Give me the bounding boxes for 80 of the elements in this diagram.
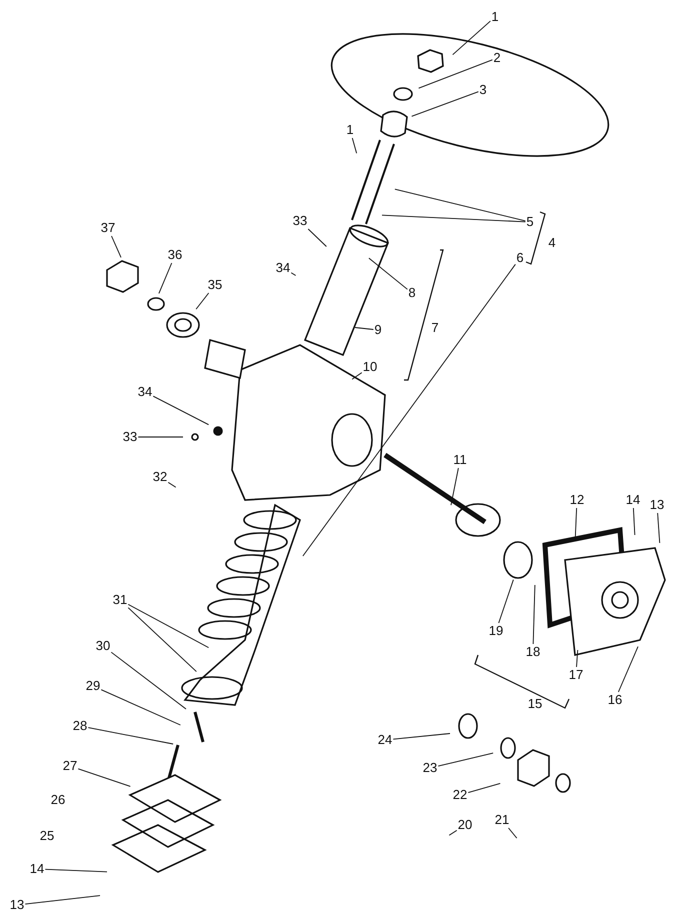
leader-line — [392, 733, 450, 740]
leader-line — [100, 689, 181, 726]
callout-number: 37 — [100, 221, 116, 235]
callout-number: 10 — [362, 360, 378, 374]
leader-line — [452, 20, 491, 56]
callout-number: 14 — [626, 493, 640, 507]
callout-number: 25 — [40, 829, 54, 843]
leader-line — [576, 650, 578, 668]
leader-line — [24, 895, 100, 905]
leader-line — [468, 782, 501, 794]
callout-number: 21 — [494, 813, 510, 827]
callout-number: 18 — [526, 645, 540, 659]
callout-number: 1 — [346, 123, 354, 137]
callout-number: 23 — [422, 761, 438, 775]
callout-number: 30 — [96, 639, 110, 653]
callout-number: 22 — [452, 788, 468, 802]
leader-line — [418, 59, 493, 89]
callout-number: 4 — [548, 236, 556, 250]
leader-line — [302, 264, 516, 556]
callout-number: 14 — [30, 862, 44, 876]
callout-number: 17 — [568, 668, 584, 682]
callout-number: 28 — [72, 719, 88, 733]
leader-line — [450, 468, 459, 506]
callout-number: 8 — [408, 286, 416, 300]
leader-line — [411, 91, 479, 117]
leader-line — [657, 512, 660, 544]
leader-line — [168, 482, 176, 488]
leader-line — [352, 138, 358, 154]
callout-number: 5 — [526, 215, 534, 229]
leader-line — [438, 752, 494, 767]
leader-line — [632, 508, 636, 536]
callout-number: 26 — [50, 793, 66, 807]
leader-line — [128, 604, 210, 648]
leader-line — [158, 262, 172, 294]
callout-number: 9 — [374, 323, 382, 337]
callout-number: 20 — [458, 818, 472, 832]
leader-line — [448, 830, 458, 836]
leader-line — [368, 258, 408, 290]
leader-line — [111, 236, 122, 258]
leader-line — [290, 272, 296, 276]
callout-number: 33 — [292, 214, 308, 228]
callout-number: 19 — [488, 624, 504, 638]
callout-number: 1 — [491, 10, 499, 24]
callout-number: 24 — [378, 733, 392, 747]
callout-number: 13 — [10, 898, 24, 912]
callout-number: 3 — [479, 83, 487, 97]
leader-line — [196, 292, 210, 310]
callout-number: 15 — [528, 697, 542, 711]
callout-number: 34 — [276, 261, 290, 275]
callout-number: 7 — [431, 321, 439, 335]
leader-line — [618, 646, 638, 692]
leader-line — [78, 768, 131, 787]
callout-number: 2 — [493, 51, 501, 65]
leader-line — [152, 396, 210, 426]
callout-number: 11 — [453, 453, 467, 467]
callout-number: 6 — [516, 251, 524, 265]
leader-line — [44, 868, 108, 872]
callout-number: 27 — [62, 759, 78, 773]
callout-number: 36 — [168, 248, 182, 262]
callout-number: 31 — [112, 593, 128, 607]
leader-line — [110, 652, 186, 710]
leader-line — [498, 579, 514, 624]
callout-number: 34 — [138, 385, 152, 399]
leader-line — [382, 214, 526, 222]
callout-number: 16 — [608, 693, 622, 707]
callout-number: 35 — [208, 278, 222, 292]
leader-line — [394, 188, 526, 222]
callout-number: 33 — [122, 430, 138, 444]
callout-number: 32 — [152, 470, 168, 484]
leader-line — [352, 372, 362, 380]
callout-number: 29 — [86, 679, 100, 693]
leader-line — [508, 828, 518, 839]
leader-line — [354, 327, 374, 330]
leader-line — [88, 727, 174, 744]
leader-line — [532, 584, 536, 644]
callout-number: 12 — [570, 493, 584, 507]
leader-line — [138, 436, 184, 438]
leader-line — [128, 607, 197, 672]
callout-number: 13 — [650, 498, 664, 512]
leader-line — [308, 228, 327, 247]
